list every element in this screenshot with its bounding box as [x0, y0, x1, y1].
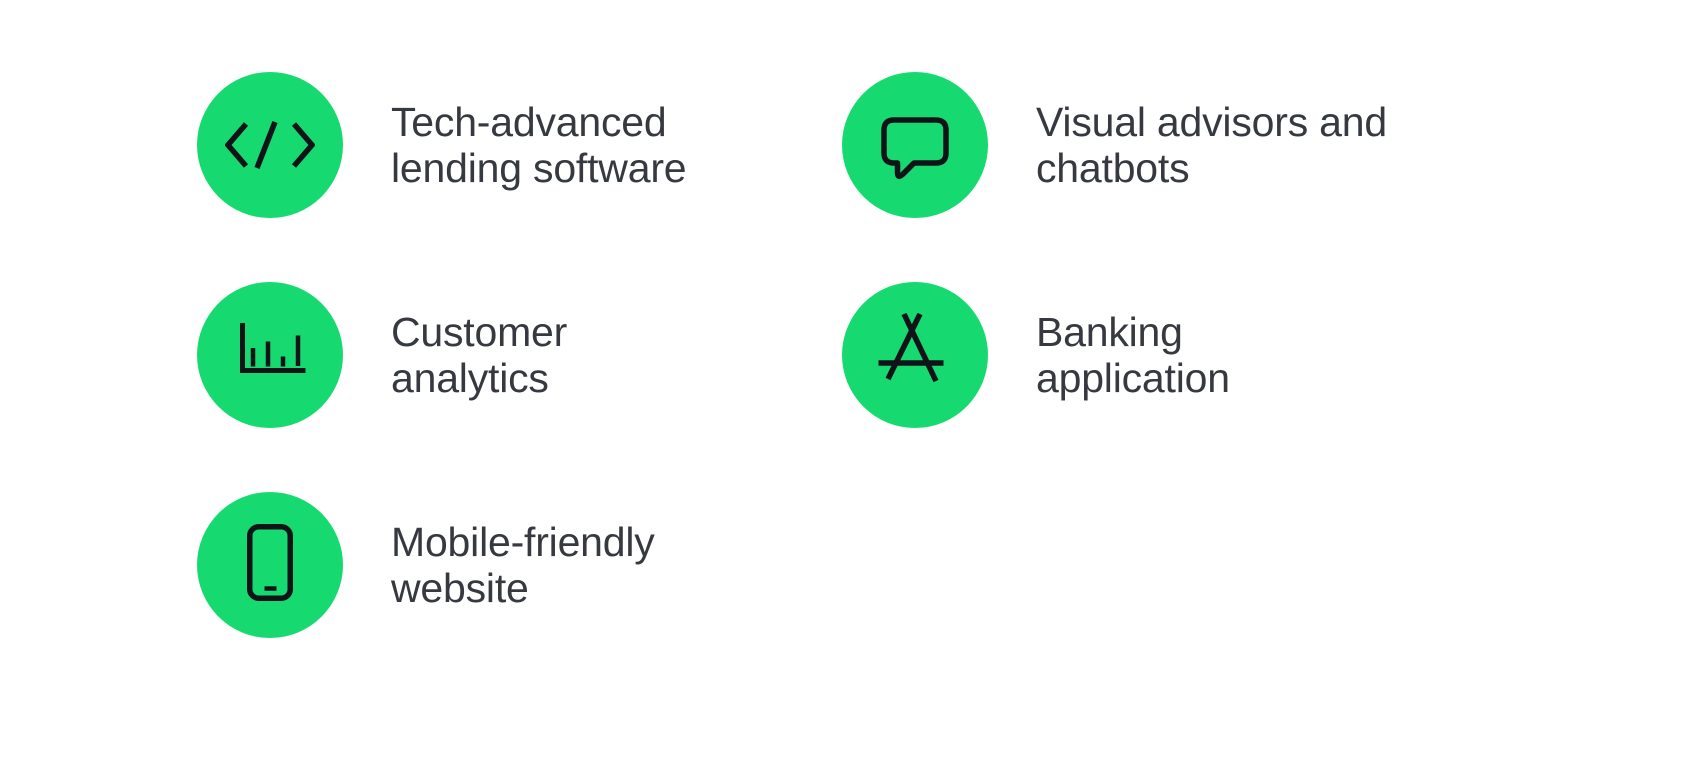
feature-label: Visual advisors and chatbots: [1036, 99, 1387, 191]
chat-bubble-icon: [881, 116, 949, 179]
bar-chart-icon: [240, 323, 306, 373]
feature-label: Mobile-friendly website: [391, 519, 655, 611]
feature-label: Tech-advanced lending software: [391, 99, 687, 191]
feature-label: Banking application: [1036, 309, 1230, 401]
feature-icon-badge: [842, 282, 988, 428]
feature-label: Customer analytics: [391, 309, 568, 401]
feature-icon-badge: [197, 72, 343, 218]
feature-item-tech-advanced-lending-software: Tech-advanced lending software: [197, 72, 842, 218]
feature-icon-badge: [197, 282, 343, 428]
feature-item-visual-advisors-and-chatbots: Visual advisors and chatbots: [842, 72, 1562, 218]
feature-icon-badge: [197, 492, 343, 638]
feature-icon-badge: [842, 72, 988, 218]
smartphone-icon: [247, 523, 293, 601]
features-grid: Tech-advanced lending software Visual ad…: [197, 72, 1562, 638]
empty-grid-cell: [842, 492, 1562, 638]
feature-item-customer-analytics: Customer analytics: [197, 282, 842, 428]
feature-item-banking-application: Banking application: [842, 282, 1562, 428]
code-icon: [225, 121, 315, 169]
app-store-icon: [878, 313, 944, 383]
feature-item-mobile-friendly-website: Mobile-friendly website: [197, 492, 842, 638]
